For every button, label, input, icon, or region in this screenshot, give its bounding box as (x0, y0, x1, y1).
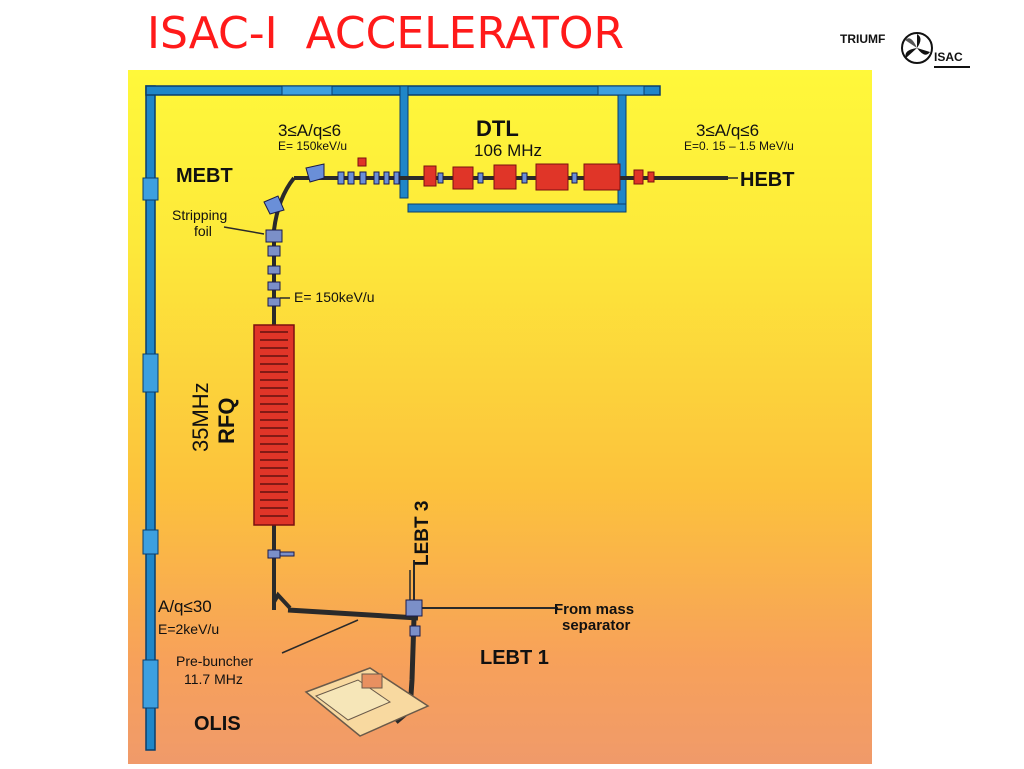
label-separator: separator (562, 617, 631, 634)
building-walls (142, 85, 661, 751)
label-dtl: DTL (476, 116, 519, 141)
leader-lines (223, 177, 738, 654)
accelerator-diagram: DTL 106 MHz 3≤A/q≤6 E= 150keV/u 3≤A/q≤6 … (128, 70, 872, 764)
label-prebuncher: Pre-buncher (176, 653, 253, 669)
dtl-tanks (357, 157, 655, 191)
rfq-structure (253, 324, 295, 526)
diagram-labels: DTL 106 MHz 3≤A/q≤6 E= 150keV/u 3≤A/q≤6 … (158, 116, 794, 735)
mebt-quadrupoles (263, 163, 578, 215)
lebt-vertical-elements (265, 229, 423, 637)
logo-isac-text: ISAC (934, 50, 963, 64)
logo-triumf-text: TRIUMF (840, 32, 886, 46)
label-mebt-energy: E= 150keV/u (278, 139, 347, 153)
label-mebt-aq: 3≤A/q≤6 (278, 121, 341, 140)
label-prebuncher-frequency: 11.7 MHz (184, 671, 243, 687)
label-rfq-frequency: 35MHz (188, 382, 213, 452)
olis-source (304, 667, 430, 737)
label-lebt3: LEBT 3 (412, 501, 433, 566)
label-lebt1: LEBT 1 (480, 647, 549, 669)
label-lebt-energy: E=2keV/u (158, 621, 219, 637)
label-rfq: RFQ (214, 398, 239, 444)
label-hebt-aq: 3≤A/q≤6 (696, 121, 759, 140)
accelerator-schematic: DTL 106 MHz 3≤A/q≤6 E= 150keV/u 3≤A/q≤6 … (142, 85, 794, 751)
label-rfq-energy: E= 150keV/u (294, 289, 375, 305)
label-dtl-frequency: 106 MHz (474, 141, 542, 160)
label-hebt: HEBT (740, 169, 794, 191)
label-lebt-aq: A/q≤30 (158, 597, 212, 616)
label-mebt: MEBT (176, 165, 233, 187)
label-from-mass: From mass (554, 601, 634, 618)
label-olis: OLIS (194, 713, 241, 735)
triumf-pinwheel-icon (901, 32, 933, 64)
label-foil: foil (194, 223, 212, 239)
slide-title: ISAC-I ACCELERATOR (147, 8, 625, 59)
triumf-isac-logo: TRIUMF ISAC (838, 28, 978, 74)
beamline-paths (272, 176, 728, 724)
label-stripping: Stripping (172, 207, 227, 223)
label-hebt-energy: E=0. 15 – 1.5 MeV/u (684, 139, 794, 153)
logo-underline (934, 66, 970, 68)
